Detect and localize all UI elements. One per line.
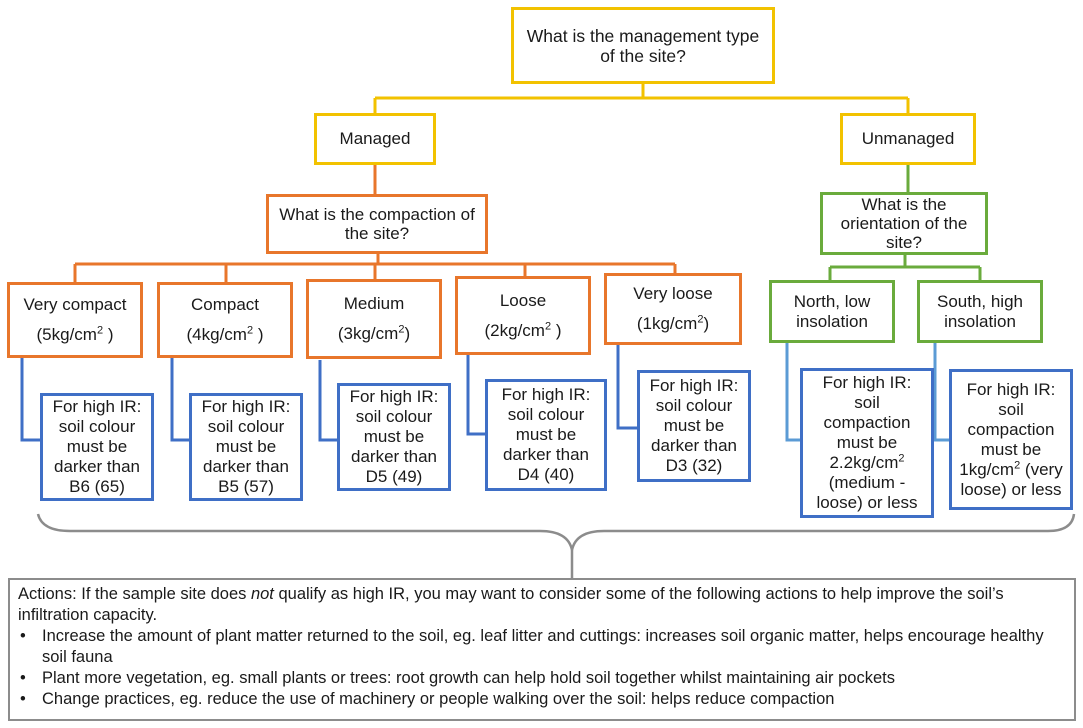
result-medium: For high IR: soil colour must be darker …: [337, 383, 451, 491]
unmanaged-node: Unmanaged: [840, 113, 976, 165]
level-value: (4kg/cm2 ): [186, 324, 264, 344]
orientation-north: North, low insolation: [769, 280, 895, 343]
compaction-medium: Medium (3kg/cm2): [306, 279, 442, 359]
result-line: For high IR:: [649, 376, 739, 395]
result-very-compact: For high IR: soil colour must be darker …: [40, 393, 154, 501]
level-value: (5kg/cm2 ): [36, 324, 114, 344]
level-label: Loose: [499, 290, 547, 310]
result-line: For high IR:: [501, 385, 591, 404]
result-line: B6 (65): [69, 477, 125, 496]
result-line: For high IR:: [822, 373, 912, 392]
level-value: (2kg/cm2 ): [484, 319, 562, 340]
result-line: darker than: [503, 445, 589, 464]
orientation-line2: insolation: [944, 311, 1016, 331]
result-line: soil: [998, 399, 1024, 419]
result-line: soil colour: [207, 417, 285, 436]
action-item: •Change practices, eg. reduce the use of…: [20, 690, 835, 708]
result-line: (medium -: [828, 473, 906, 492]
result-line: 2.2kg/cm2: [829, 452, 905, 472]
summary-brace: [36, 513, 1076, 551]
result-line: loose) or less: [960, 479, 1062, 499]
result-line: loose) or less: [816, 493, 918, 512]
result-line: must be: [663, 416, 725, 435]
result-line: must be: [66, 437, 128, 456]
compaction-question: What is the compaction of the site?: [266, 194, 488, 254]
result-line: soil colour: [355, 407, 433, 426]
result-line: darker than: [651, 436, 737, 455]
actions-intro: Actions: If the sample site does not qua…: [18, 585, 1004, 624]
actions-panel: Actions: If the sample site does not qua…: [8, 578, 1076, 721]
result-line: For high IR:: [349, 387, 439, 406]
orientation-result-connectors: [785, 343, 950, 442]
result-line: D3 (32): [665, 456, 723, 475]
result-line: D5 (49): [365, 467, 423, 486]
compaction-connectors: [73, 165, 677, 282]
result-south: For high IR: soil compaction must be 1kg…: [949, 369, 1073, 510]
level-label: Very compact: [23, 295, 127, 314]
result-line: soil colour: [507, 405, 585, 424]
unmanaged-label: Unmanaged: [861, 129, 955, 148]
managed-node: Managed: [314, 113, 436, 165]
compaction-compact: Compact (4kg/cm2 ): [157, 282, 293, 358]
result-line: compaction: [823, 413, 911, 432]
management-connectors: [373, 84, 910, 113]
result-line: soil colour: [58, 417, 136, 436]
result-line: B5 (57): [218, 477, 274, 496]
result-line: must be: [836, 433, 898, 452]
managed-label: Managed: [339, 129, 411, 148]
actions-list: •Increase the amount of plant matter ret…: [18, 626, 1066, 710]
compaction-loose: Loose (2kg/cm2 ): [455, 276, 591, 355]
orientation-line1: North, low: [793, 291, 871, 311]
result-line: 1kg/cm2 (very: [959, 458, 1063, 479]
result-loose: For high IR: soil colour must be darker …: [485, 379, 607, 491]
result-line: compaction: [967, 419, 1055, 439]
compaction-very-compact: Very compact (5kg/cm2 ): [7, 282, 143, 358]
orientation-line1: South, high: [936, 291, 1023, 311]
result-line: must be: [980, 439, 1042, 459]
result-north: For high IR: soil compaction must be 2.2…: [800, 368, 934, 518]
orientation-line2: insolation: [796, 311, 868, 331]
result-line: For high IR:: [201, 397, 291, 416]
level-value: (3kg/cm2): [337, 323, 411, 343]
level-label: Compact: [190, 295, 260, 314]
result-line: soil colour: [655, 396, 733, 415]
management-type-text: What is the management type of the site?: [526, 25, 760, 66]
management-type-question: What is the management type of the site?: [511, 7, 775, 84]
level-label: Medium: [343, 294, 405, 313]
result-very-loose: For high IR: soil colour must be darker …: [637, 370, 751, 482]
compaction-question-text: What is the compaction of the site?: [279, 205, 475, 243]
orientation-question-text: What is the orientation of the site?: [840, 195, 968, 252]
level-label: Very loose: [633, 284, 713, 303]
orientation-connectors: [828, 165, 982, 280]
result-line: darker than: [351, 447, 437, 466]
result-line: darker than: [54, 457, 140, 476]
action-item: •Plant more vegetation, eg. small plants…: [20, 669, 895, 687]
result-line: must be: [215, 437, 277, 456]
result-line: For high IR:: [966, 379, 1056, 399]
result-line: soil: [854, 393, 880, 412]
result-compact: For high IR: soil colour must be darker …: [189, 393, 303, 501]
action-item: •Increase the amount of plant matter ret…: [20, 627, 1044, 666]
result-line: D4 (40): [517, 465, 575, 484]
compaction-very-loose: Very loose (1kg/cm2): [604, 273, 742, 345]
orientation-question: What is the orientation of the site?: [820, 192, 988, 255]
result-line: For high IR:: [52, 397, 142, 416]
level-value: (1kg/cm2): [636, 313, 710, 333]
result-line: must be: [515, 425, 577, 444]
result-connectors: [20, 345, 638, 442]
result-line: darker than: [203, 457, 289, 476]
result-line: must be: [363, 427, 425, 446]
orientation-south: South, high insolation: [917, 280, 1043, 343]
